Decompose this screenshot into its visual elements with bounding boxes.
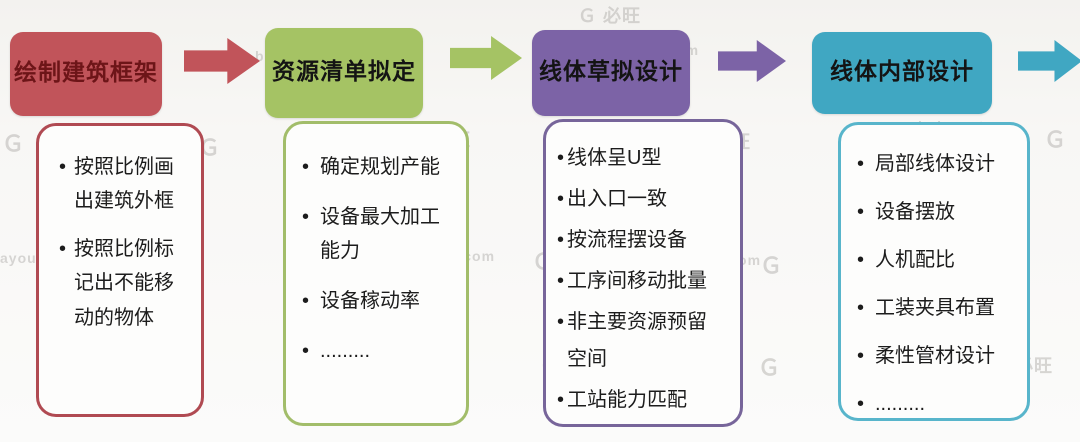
stage-details-line-draft-design: 线体呈U型出入口一致按流程摆设备工序间移动批量非主要资源预留空间工站能力匹配: [543, 119, 743, 427]
bullet-item: .........: [857, 387, 1015, 421]
bullet-list: 局部线体设计设备摆放人机配比工装夹具布置柔性管材设计.........: [841, 125, 1027, 421]
watermark-logo: Ｇ: [758, 355, 782, 380]
watermark-logo: Ｇ: [760, 253, 784, 278]
arrow-right-icon: [184, 38, 260, 84]
stage-header-line-internal-design: 线体内部设计: [812, 32, 992, 114]
watermark-logo: Ｇ: [1044, 127, 1068, 152]
bullet-item: 柔性管材设计: [857, 339, 1015, 373]
bullet-item: 确定规划产能: [302, 150, 452, 184]
bullet-item: 人机配比: [857, 243, 1015, 277]
watermark-logo: Ｇ: [2, 131, 26, 156]
bullet-item: 按流程摆设备: [556, 222, 722, 259]
bullet-item: 设备最大加工能力: [302, 200, 452, 268]
bullet-item: 工装夹具布置: [857, 291, 1015, 325]
bullet-item: 工序间移动批量: [556, 263, 722, 300]
arrow-right-icon: [1018, 40, 1080, 82]
bullet-item: 工站能力匹配: [556, 382, 722, 419]
watermark-logo: Ｇ 必旺: [578, 6, 642, 26]
stage-title: 线体草拟设计: [539, 58, 683, 84]
bullet-item: 按照比例标记出不能移动的物体: [59, 232, 181, 335]
arrow-right-icon: [450, 36, 522, 80]
bullet-item: 设备摆放: [857, 195, 1015, 229]
stage-header-resource-list: 资源清单拟定: [265, 28, 423, 118]
arrow-right-icon: [718, 40, 786, 82]
bullet-list: 按照比例画出建筑外框按照比例标记出不能移动的物体: [39, 126, 201, 335]
bullet-item: 局部线体设计: [857, 147, 1015, 181]
bullet-item: 按照比例画出建筑外框: [59, 150, 181, 219]
stage-details-resource-list: 确定规划产能设备最大加工能力设备稼动率.........: [283, 121, 469, 426]
bullet-item: 线体呈U型: [556, 140, 722, 177]
bullet-item: 设备稼动率: [302, 284, 452, 318]
bullet-item: 出入口一致: [556, 181, 722, 218]
stage-title: 资源清单拟定: [272, 58, 416, 84]
bullet-item: .........: [302, 334, 452, 368]
stage-header-draw-building-frame: 绘制建筑框架: [10, 32, 162, 116]
bullet-list: 确定规划产能设备最大加工能力设备稼动率.........: [286, 124, 466, 368]
bullet-list: 线体呈U型出入口一致按流程摆设备工序间移动批量非主要资源预留空间工站能力匹配: [546, 122, 740, 419]
stage-details-line-internal-design: 局部线体设计设备摆放人机配比工装夹具布置柔性管材设计.........: [838, 122, 1030, 421]
bullet-item: 非主要资源预留空间: [556, 304, 722, 378]
stage-header-line-draft-design: 线体草拟设计: [532, 30, 690, 116]
stage-title: 线体内部设计: [830, 58, 974, 84]
stage-title: 绘制建筑框架: [14, 59, 158, 85]
stage-details-draw-building-frame: 按照比例画出建筑外框按照比例标记出不能移动的物体: [36, 123, 204, 417]
